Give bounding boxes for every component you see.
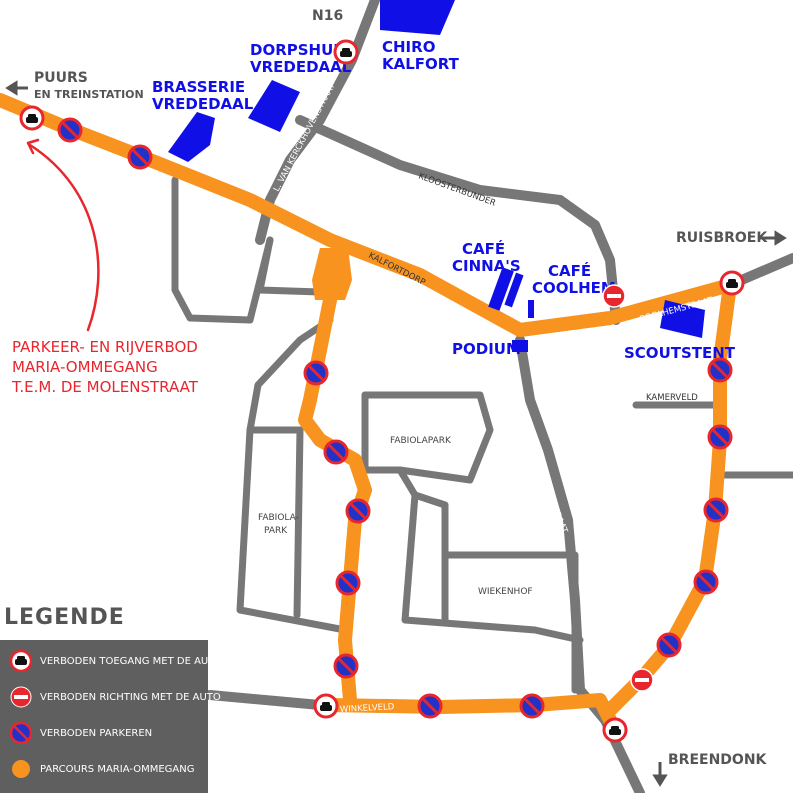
label-chiro-2: KALFORT xyxy=(382,55,460,73)
no-parking-icon xyxy=(10,722,32,744)
no-parking-icon xyxy=(693,569,719,595)
direction-puurs-sub: EN TREINSTATION xyxy=(34,88,144,101)
area-fabiolapark-west-2: PARK xyxy=(264,526,288,536)
area-wiekenhof: WIEKENHOF xyxy=(478,587,533,597)
no-entry-car-icon xyxy=(313,693,339,719)
no-parking-icon xyxy=(333,653,359,679)
no-parking-icon xyxy=(519,693,545,719)
no-entry-car-icon xyxy=(602,717,628,743)
traffic-signs xyxy=(19,39,745,743)
label-cafe-cinnas-2: CINNA'S xyxy=(452,257,521,275)
note-arrow xyxy=(26,138,100,332)
no-entry-icon xyxy=(630,668,654,692)
label-cafe-coolhem-1: CAFÉ xyxy=(548,261,591,280)
no-entry-car-icon xyxy=(19,105,45,131)
label-cafe-coolhem-2: COOLHEM xyxy=(532,279,616,297)
label-dorpshuis-1: DORPSHUIS xyxy=(250,41,350,59)
legend-item-no-entry: VERBODEN RICHTING MET DE AUTO xyxy=(10,684,221,710)
direction-puurs: PUURS xyxy=(34,70,88,86)
street-winkelveld: WINKELVELD xyxy=(340,702,395,715)
no-entry-car-icon xyxy=(333,39,359,65)
direction-ruisbroek: RUISBROEK xyxy=(676,230,768,246)
no-entry-car-icon xyxy=(10,650,32,672)
no-parking-icon xyxy=(303,360,329,386)
legend-item-route: PARCOURS MARIA-OMMEGANG xyxy=(10,756,194,782)
street-kamerveld: KAMERVELD xyxy=(646,393,698,403)
legend-item-no-entry-car: VERBODEN TOEGANG MET DE AUTO xyxy=(10,648,222,674)
legend: VERBODEN TOEGANG MET DE AUTO VERBODEN RI… xyxy=(0,640,222,793)
label-podium: PODIUM xyxy=(452,340,521,358)
no-parking-icon xyxy=(656,632,682,658)
legend-label-no-entry: VERBODEN RICHTING MET DE AUTO xyxy=(40,691,221,703)
legend-label-no-entry-car: VERBODEN TOEGANG MET DE AUTO xyxy=(40,655,223,667)
area-fabiolapark-west-1: FABIOLA- xyxy=(258,513,299,523)
direction-n16: N16 xyxy=(312,8,343,24)
note-line-2: MARIA-OMMEGANG xyxy=(12,358,158,376)
square-kalfort xyxy=(312,248,352,300)
no-parking-icon xyxy=(417,693,443,719)
no-parking-icon xyxy=(127,144,153,170)
no-parking-icon xyxy=(345,498,371,524)
no-parking-icon xyxy=(703,497,729,523)
route-dot-icon xyxy=(12,760,30,778)
no-entry-car-icon xyxy=(719,270,745,296)
legend-label-no-parking: VERBODEN PARKEREN xyxy=(40,727,153,739)
label-dorpshuis-2: VREDEDAAL xyxy=(250,58,352,76)
no-parking-icon xyxy=(335,570,361,596)
direction-breendonk: BREENDONK xyxy=(668,752,768,768)
legend-item-no-parking: VERBODEN PARKEREN xyxy=(10,720,152,746)
label-scoutstent: SCOUTSTENT xyxy=(624,344,736,362)
note-line-1: PARKEER- EN RIJVERBOD xyxy=(12,338,198,356)
label-chiro-1: CHIRO xyxy=(382,38,435,56)
legend-label-route: PARCOURS MARIA-OMMEGANG xyxy=(40,763,195,775)
buildings xyxy=(168,0,705,352)
note-line-3: T.E.M. DE MOLENSTRAAT xyxy=(11,378,199,396)
no-parking-icon xyxy=(707,424,733,450)
area-fabiolapark-east: FABIOLAPARK xyxy=(390,436,452,446)
label-cafe-cinnas-1: CAFÉ xyxy=(462,239,505,258)
direction-arrows xyxy=(5,80,787,787)
legend-title: LEGENDE xyxy=(4,605,125,630)
main-roads xyxy=(205,0,793,793)
no-parking-icon xyxy=(57,117,83,143)
label-brasserie-2: VREDEDAAL xyxy=(152,95,254,113)
label-brasserie-1: BRASSERIE xyxy=(152,78,245,96)
no-entry-icon xyxy=(10,686,32,708)
no-entry-icon xyxy=(602,284,626,308)
no-parking-icon xyxy=(707,357,733,383)
no-parking-icon xyxy=(323,439,349,465)
